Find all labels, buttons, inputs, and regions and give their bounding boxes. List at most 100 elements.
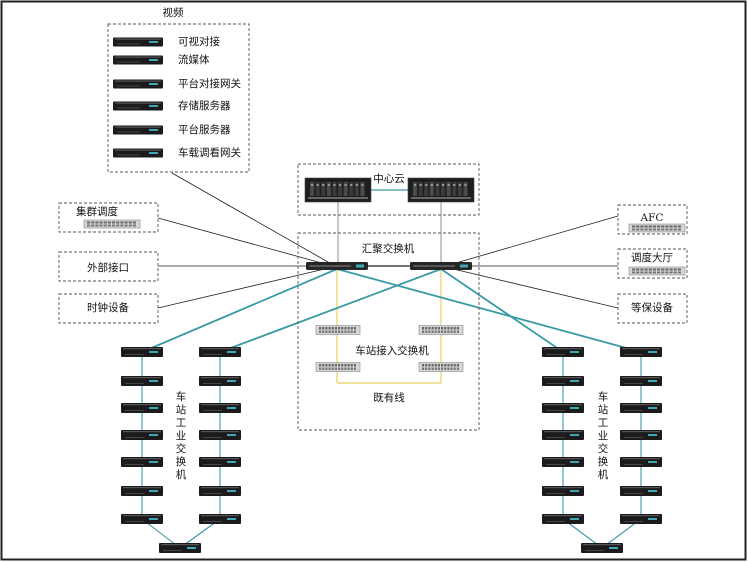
center-cloud-title: 中心云 bbox=[373, 172, 405, 185]
right-node-box-1 bbox=[617, 204, 688, 235]
industrial-switch-c3-r3 bbox=[542, 403, 584, 413]
video-to-aggregation-line bbox=[171, 172, 336, 267]
center-cloud-box bbox=[297, 163, 480, 216]
afc-switch bbox=[628, 223, 686, 233]
industrial-switch-c2-r1 bbox=[199, 347, 241, 357]
industrial-switch-c1-r1 bbox=[121, 347, 163, 357]
svg-text:站: 站 bbox=[598, 403, 609, 416]
uplink-col3 bbox=[440, 268, 564, 353]
svg-text:车: 车 bbox=[598, 390, 609, 403]
industrial-switch-c2-r3 bbox=[199, 403, 241, 413]
dispatch-hall-switch bbox=[628, 266, 686, 276]
aggregation-switch-left bbox=[306, 262, 368, 270]
video-server-1 bbox=[113, 37, 163, 47]
industrial-switch-c1-r3 bbox=[121, 403, 163, 413]
devices bbox=[83, 37, 686, 553]
video-item-4: 存储服务器 bbox=[178, 99, 231, 112]
industrial-switch-c1-r7 bbox=[121, 514, 163, 524]
video-item-1: 可视对接 bbox=[178, 35, 220, 48]
svg-text:换: 换 bbox=[176, 455, 187, 468]
svg-text:换: 换 bbox=[598, 455, 609, 468]
cloud-server-left bbox=[304, 177, 372, 203]
industrial-switch-c2-r4 bbox=[199, 430, 241, 440]
industrial-switch-c2-r6 bbox=[199, 486, 241, 496]
left-node-label-2: 外部接口 bbox=[87, 261, 129, 274]
trunk-dispatch-line bbox=[157, 217, 330, 266]
industrial-switch-c1-r4 bbox=[121, 430, 163, 440]
video-item-6: 车载调看网关 bbox=[178, 146, 241, 159]
afc-line bbox=[448, 215, 619, 266]
right-node-box-2 bbox=[617, 248, 688, 279]
svg-text:业: 业 bbox=[598, 430, 609, 442]
svg-text:车: 车 bbox=[176, 390, 187, 403]
aggregation-switch-right bbox=[410, 262, 472, 270]
labels: 视频可视对接流媒体平台对接网关存储服务器平台服务器车载调看网关中心云汇聚交换机车… bbox=[76, 6, 673, 481]
industrial-switch-c4-r5 bbox=[620, 457, 662, 467]
video-group-box bbox=[107, 23, 250, 173]
industrial-switch-c4-r1 bbox=[620, 347, 662, 357]
clock-device-line bbox=[157, 267, 330, 309]
aggregation-title: 汇聚交换机 bbox=[362, 242, 415, 255]
svg-text:交: 交 bbox=[598, 442, 609, 455]
right-node-label-2: 调度大厅 bbox=[631, 251, 673, 264]
left-node-box-3 bbox=[58, 293, 159, 324]
station-access-switch-4 bbox=[418, 362, 464, 372]
industrial-switch-c4-r4 bbox=[620, 430, 662, 440]
left-node-box-2 bbox=[58, 251, 159, 282]
industrial-switch-c1-r6 bbox=[121, 486, 163, 496]
uplink-col2 bbox=[219, 268, 442, 353]
industrial-switch-c3-r2 bbox=[542, 376, 584, 386]
video-server-5 bbox=[113, 125, 163, 135]
industrial-switch-c3-r6 bbox=[542, 486, 584, 496]
industrial-switch-c3-r1 bbox=[542, 347, 584, 357]
industrial-switch-c4-r2 bbox=[620, 376, 662, 386]
station-access-switch-3 bbox=[315, 362, 361, 372]
video-server-4 bbox=[113, 101, 163, 111]
ring-switch-left bbox=[159, 543, 201, 553]
group-boxes bbox=[58, 23, 688, 431]
svg-text:站: 站 bbox=[176, 403, 187, 416]
svg-text:业: 业 bbox=[176, 430, 187, 442]
left-node-box-1 bbox=[58, 202, 159, 233]
security-device-line bbox=[448, 267, 619, 309]
station-access-switch-1 bbox=[315, 325, 361, 335]
industrial-switch-c3-r4 bbox=[542, 430, 584, 440]
video-item-2: 流媒体 bbox=[178, 53, 210, 66]
existing-line-label: 既有线 bbox=[373, 391, 405, 404]
industrial-switch-c2-r2 bbox=[199, 376, 241, 386]
right-node-label-3: 等保设备 bbox=[631, 301, 673, 314]
industrial-switch-c1-r5 bbox=[121, 457, 163, 467]
industrial-switch-c1-r2 bbox=[121, 376, 163, 386]
trunk-dispatch-switch bbox=[83, 219, 141, 229]
video-item-3: 平台对接网关 bbox=[178, 77, 241, 90]
industrial-switch-c2-r7 bbox=[199, 514, 241, 524]
video-server-2 bbox=[113, 55, 163, 65]
right-node-box-3 bbox=[617, 293, 688, 324]
aggregation-box bbox=[297, 232, 480, 431]
video-server-3 bbox=[113, 79, 163, 89]
industrial-switch-c2-r5 bbox=[199, 457, 241, 467]
video-title: 视频 bbox=[163, 6, 184, 19]
video-server-6 bbox=[113, 148, 163, 158]
svg-text:机: 机 bbox=[176, 468, 187, 481]
left-node-label-3: 时钟设备 bbox=[87, 301, 129, 314]
station-access-switch-2 bbox=[418, 325, 464, 335]
station-access-title: 车站接入交换机 bbox=[355, 344, 429, 357]
industrial-switch-c3-r5 bbox=[542, 457, 584, 467]
svg-text:交: 交 bbox=[176, 442, 187, 455]
uplink-col4 bbox=[336, 268, 642, 353]
svg-text:工: 工 bbox=[598, 417, 609, 429]
uplink-col1 bbox=[141, 268, 338, 353]
svg-text:工: 工 bbox=[176, 417, 187, 429]
cloud-server-right bbox=[407, 177, 475, 203]
industrial-switch-c4-r3 bbox=[620, 403, 662, 413]
video-item-5: 平台服务器 bbox=[178, 123, 231, 136]
industrial-switch-c4-r6 bbox=[620, 486, 662, 496]
right-node-label-1: AFC bbox=[640, 212, 664, 224]
svg-text:机: 机 bbox=[598, 468, 609, 481]
ring-switch-right bbox=[581, 543, 623, 553]
